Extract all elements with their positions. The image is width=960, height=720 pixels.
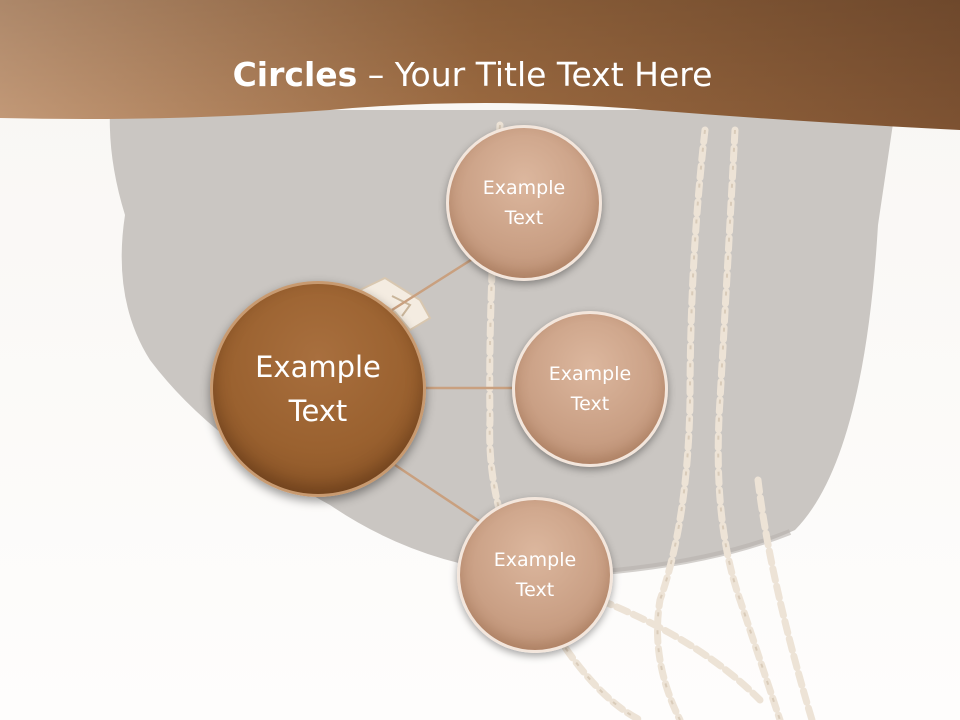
satellite-label: Example Text xyxy=(493,549,577,601)
slide-title: Circles – Your Title Text Here xyxy=(0,52,945,98)
center-circle: Example Text xyxy=(210,281,426,497)
title-bold: Circles xyxy=(232,55,358,94)
chain-strand xyxy=(754,476,816,720)
chain-link-outline xyxy=(717,129,781,720)
title-rest: – Your Title Text Here xyxy=(357,55,713,94)
connector-line xyxy=(394,463,483,525)
chain-strand xyxy=(654,126,709,720)
satellite-circle-right: Example Text xyxy=(512,311,668,467)
header-band-shade xyxy=(0,0,960,130)
key-shape xyxy=(357,276,432,332)
satellite-label: Example Text xyxy=(482,177,566,229)
key-part xyxy=(357,276,432,332)
connector-line xyxy=(391,251,483,312)
satellite-circle-top: Example Text xyxy=(446,125,602,281)
chain-strand xyxy=(596,596,764,704)
center-circle-label: Example Text xyxy=(255,350,381,428)
key-part xyxy=(391,295,412,317)
satellite-label: Example Text xyxy=(548,363,632,415)
satellite-circle-bottom: Example Text xyxy=(457,497,613,653)
chain-outlines xyxy=(488,124,781,720)
connectors xyxy=(391,251,515,525)
